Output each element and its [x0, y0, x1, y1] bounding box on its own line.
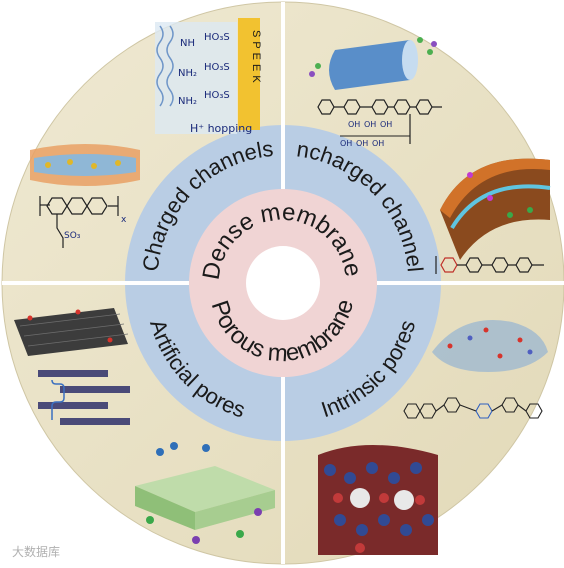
ion-channel-illustration: [30, 144, 140, 186]
proton-hopping-label: H⁺ hopping: [190, 122, 252, 135]
porous-slab-illustration: [135, 442, 275, 544]
oh-label-3: OH: [380, 120, 392, 129]
polymer-structure-uncharged-2: [435, 256, 544, 274]
nh2-label-2: NH₂: [178, 96, 197, 107]
ho3s-label-3: HO₃S: [204, 90, 230, 101]
watermark-text: 大数据库: [12, 544, 60, 559]
stacked-layers-illustration: [38, 370, 130, 425]
nh2-label-1: NH₂: [178, 68, 197, 79]
polymer-structure-charged: [39, 196, 119, 248]
speek-bar: [238, 18, 260, 130]
subscript-x-label: x: [121, 215, 127, 225]
so3-label: SO₃: [64, 231, 81, 241]
polymer-structure-intrinsic: [403, 397, 543, 419]
graphene-sheet-illustration: [14, 308, 129, 356]
oh-label-1: OH: [348, 120, 360, 129]
membrane-sheet-illustration: [440, 158, 551, 260]
framework-crystal-illustration: [318, 445, 438, 555]
center-hole: [246, 246, 320, 320]
speek-structure-illustration: SPEEK NH NH₂ NH₂ HO₃S HO₃S HO₃S H⁺ hoppi…: [155, 18, 262, 135]
ho3s-label-1: HO₃S: [204, 32, 230, 43]
speek-text: SPEEK: [250, 30, 262, 87]
nh-label: NH: [180, 38, 195, 49]
ho3s-label-2: HO₃S: [204, 62, 230, 73]
oh-label-4: OH: [340, 139, 352, 148]
oh-label-2: OH: [364, 120, 376, 129]
oh-label-5: OH: [356, 139, 368, 148]
nanotube-illustration: [309, 37, 437, 90]
polymer-structure-uncharged-1: [317, 99, 442, 144]
oh-label-6: OH: [372, 139, 384, 148]
sugar-chain-illustration: OH OH OH OH OH OH: [340, 120, 410, 148]
porous-cloud-illustration: [432, 320, 548, 372]
